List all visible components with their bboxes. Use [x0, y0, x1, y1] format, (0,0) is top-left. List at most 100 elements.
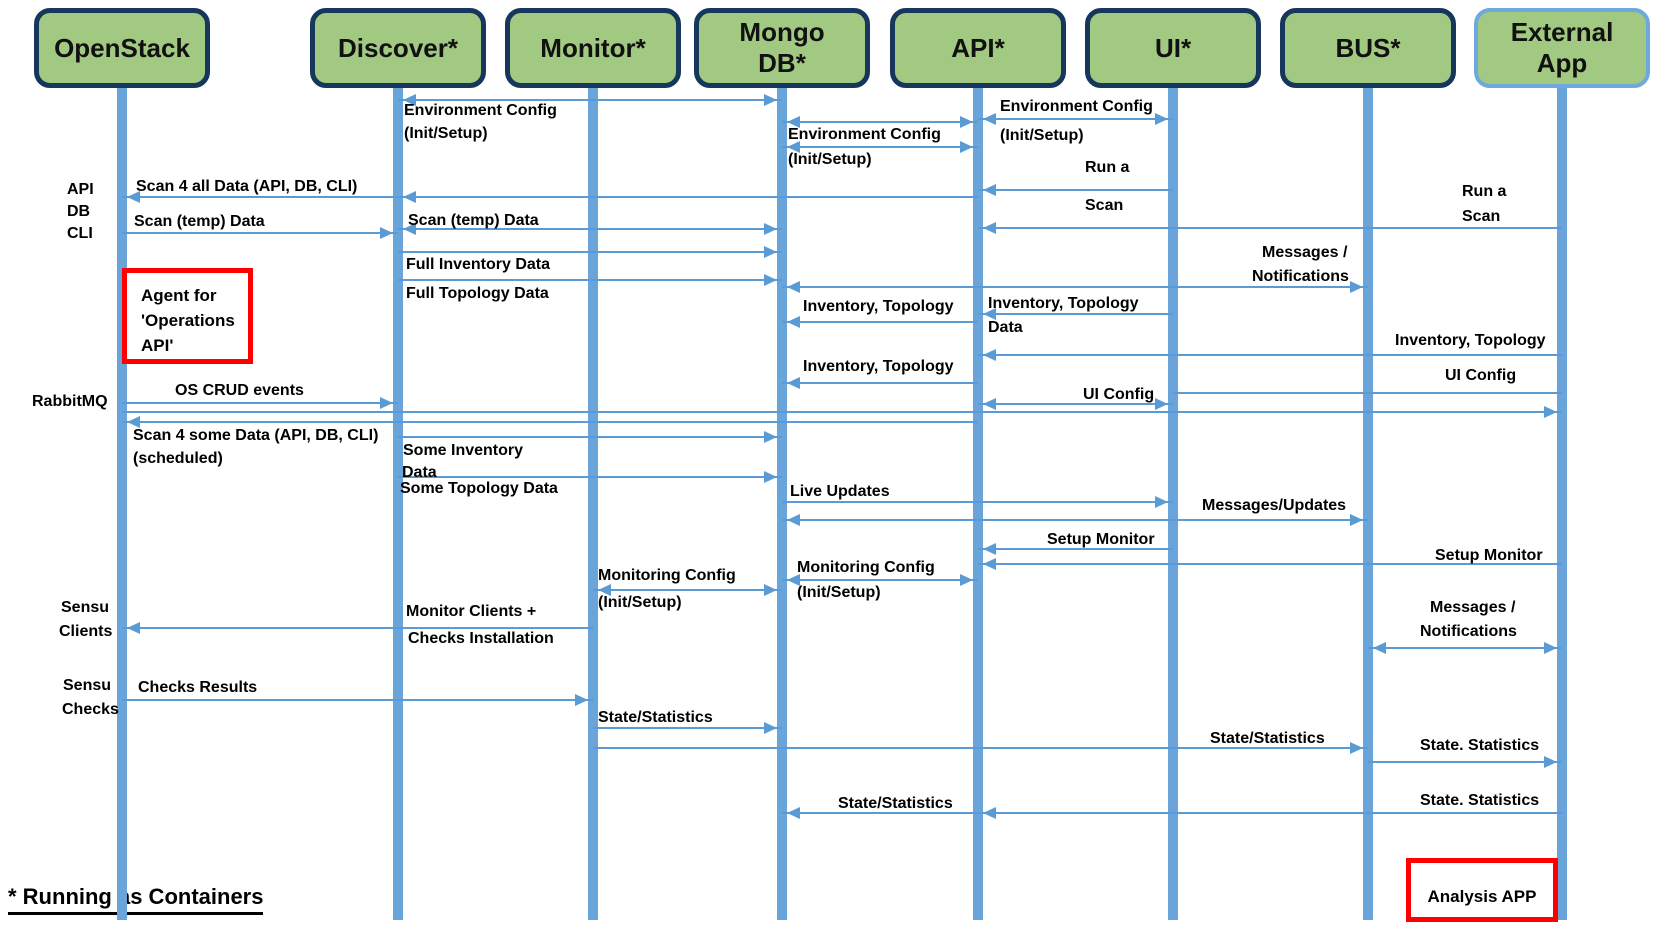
env-config-discover-mongodb-arrowhead-left: [403, 94, 416, 106]
actor-box-ui: UI*: [1085, 8, 1261, 88]
scan-temp-data-discover-mongodb-arrowhead-right: [764, 223, 777, 235]
arrow-some-inventory-data: [398, 436, 782, 438]
scan-temp-data-discover-mongodb-arrowhead-left: [403, 223, 416, 235]
actor-label: App: [1536, 48, 1588, 78]
checks-results-openstack-monitor-arrowhead-right: [575, 694, 588, 706]
arrow-inventory-topology-api-to-mongodb-2: [782, 382, 978, 384]
monitoring-config-mongodb-api-arrowhead-left: [787, 574, 800, 586]
state-statistics-bus-external-arrowhead-right: [1544, 756, 1557, 768]
state-statistics-external-mongodb-arrowhead-left: [787, 807, 800, 819]
message-label: Setup Monitor: [1047, 531, 1155, 548]
message-label: Full Topology Data: [406, 285, 549, 302]
actor-box-bus: BUS*: [1280, 8, 1456, 88]
message-label: Inventory, Topology: [1395, 332, 1546, 349]
message-label: Full Inventory Data: [406, 256, 551, 273]
message-label: DB: [67, 203, 91, 220]
arrow-some-topology-data: [398, 476, 782, 478]
state-statistics-monitor-mongodb-arrowhead-right: [764, 722, 777, 734]
message-label: (Init/Setup): [797, 584, 881, 601]
arrow-run-a-scan-ui-to-api: [978, 189, 1173, 191]
message-label: Setup Monitor: [1435, 547, 1543, 564]
actor-box-openstack: OpenStack: [34, 8, 210, 88]
callout-text: 'Operations: [141, 311, 235, 330]
messages-notifications-bus-external-arrowhead-left: [1373, 642, 1386, 654]
message-label: Monitoring Config: [598, 567, 736, 584]
arrow-env-config-api-ui: [978, 118, 1173, 120]
actor-label: OpenStack: [54, 32, 190, 63]
arrow-full-topology-data: [398, 279, 782, 281]
arrow-full-inventory-data: [398, 251, 782, 253]
message-label: Run a: [1085, 159, 1130, 176]
setup-monitor-external-to-api-arrowhead-left: [983, 558, 996, 570]
env-config-api-ui-arrowhead-right: [1155, 113, 1168, 125]
actor-label: DB*: [758, 48, 806, 78]
message-label: Messages /: [1262, 244, 1348, 261]
arrow-state-statistics-monitor-bus: [593, 747, 1368, 749]
message-label: Live Updates: [790, 483, 890, 500]
messages-updates-arrowhead-left: [787, 514, 800, 526]
arrow-state-statistics-bus-external: [1368, 761, 1562, 763]
message-label: Messages /: [1430, 599, 1516, 616]
monitoring-config-monitor-mongodb-arrowhead-left: [598, 584, 611, 596]
message-label: Scan (temp) Data: [408, 212, 539, 229]
message-label: Notifications: [1252, 268, 1349, 285]
message-label: UI Config: [1083, 386, 1155, 403]
arrow-live-updates: [782, 501, 1173, 503]
message-label: Data: [402, 464, 437, 481]
some-topology-data-arrowhead-right: [764, 471, 777, 483]
message-label: (Init/Setup): [1000, 127, 1084, 144]
message-label: Inventory, Topology: [988, 295, 1139, 312]
inventory-topology-api-to-mongodb-1-arrowhead-left: [787, 316, 800, 328]
arrow-env-config-mongodb-api-2: [782, 146, 978, 148]
env-config-api-ui-arrowhead-left: [983, 113, 996, 125]
message-label: Some Topology Data: [400, 480, 558, 497]
arrow-inventory-topology-data-ui-to-api: [978, 313, 1173, 315]
message-label: CLI: [67, 225, 93, 242]
env-config-mongodb-api-1-arrowhead-right: [960, 116, 973, 128]
arrow-messages-notifications-bus-external: [1368, 647, 1562, 649]
message-label: UI Config: [1445, 367, 1517, 384]
message-label: (scheduled): [133, 450, 223, 467]
arrow-setup-monitor-ui-to-api: [978, 548, 1173, 550]
ui-config-api-ui-arrowhead-left: [983, 398, 996, 410]
arrow-state-statistics-external-mongodb: [782, 812, 1562, 814]
lifeline-ui: [1168, 88, 1178, 920]
lifeline-external: [1557, 88, 1567, 920]
arrow-inventory-topology-and-messages: [782, 286, 1368, 288]
message-label: Some Inventory: [403, 442, 524, 459]
message-label: (Init/Setup): [788, 151, 872, 168]
message-label: Run a: [1462, 183, 1507, 200]
lifeline-monitor: [588, 88, 598, 920]
lifeline-discover: [393, 88, 403, 920]
message-label: State/Statistics: [1210, 730, 1325, 747]
scan-temp-data-openstack-discover-arrowhead-right: [380, 227, 393, 239]
message-label: Messages/Updates: [1202, 497, 1347, 514]
inventory-topology-api-to-mongodb-2-arrowhead-left: [787, 377, 800, 389]
live-updates-arrowhead-right: [1155, 496, 1168, 508]
message-label: RabbitMQ: [32, 393, 108, 410]
analysis-app-callout: Analysis APP: [1406, 858, 1558, 922]
inventory-topology-and-messages-arrowhead-left: [787, 281, 800, 293]
footer-note: * Running as Containers: [8, 884, 264, 915]
arrow-os-crud-events: [122, 402, 398, 404]
arrow-ui-config-api-ui: [978, 403, 1173, 405]
run-a-scan-external-to-api-arrowhead-left: [983, 222, 996, 234]
monitor-clients-to-openstack-arrowhead-left: [127, 622, 140, 634]
actor-label: API*: [951, 32, 1005, 63]
actor-label: External: [1510, 17, 1614, 47]
inventory-topology-external-to-api-arrowhead-left: [983, 349, 996, 361]
arrow-env-config-discover-mongodb: [398, 99, 782, 101]
message-label: State/Statistics: [598, 709, 713, 726]
message-label: Scan 4 some Data (API, DB, CLI): [133, 427, 379, 444]
state-statistics-monitor-bus-arrowhead-right: [1350, 742, 1363, 754]
agent-operations-api-callout: Agent for'Operations API': [122, 268, 253, 364]
message-label: Scan: [1462, 208, 1501, 225]
message-label: Notifications: [1420, 623, 1517, 640]
arrow-config-line-openstack-external: [122, 411, 1562, 413]
inventory-topology-and-messages-arrowhead-right: [1350, 281, 1363, 293]
actor-label: Discover*: [338, 32, 458, 63]
message-label: Checks Results: [138, 679, 258, 696]
actor-label: UI*: [1154, 32, 1192, 63]
arrow-inventory-topology-api-to-mongodb-1: [782, 321, 978, 323]
